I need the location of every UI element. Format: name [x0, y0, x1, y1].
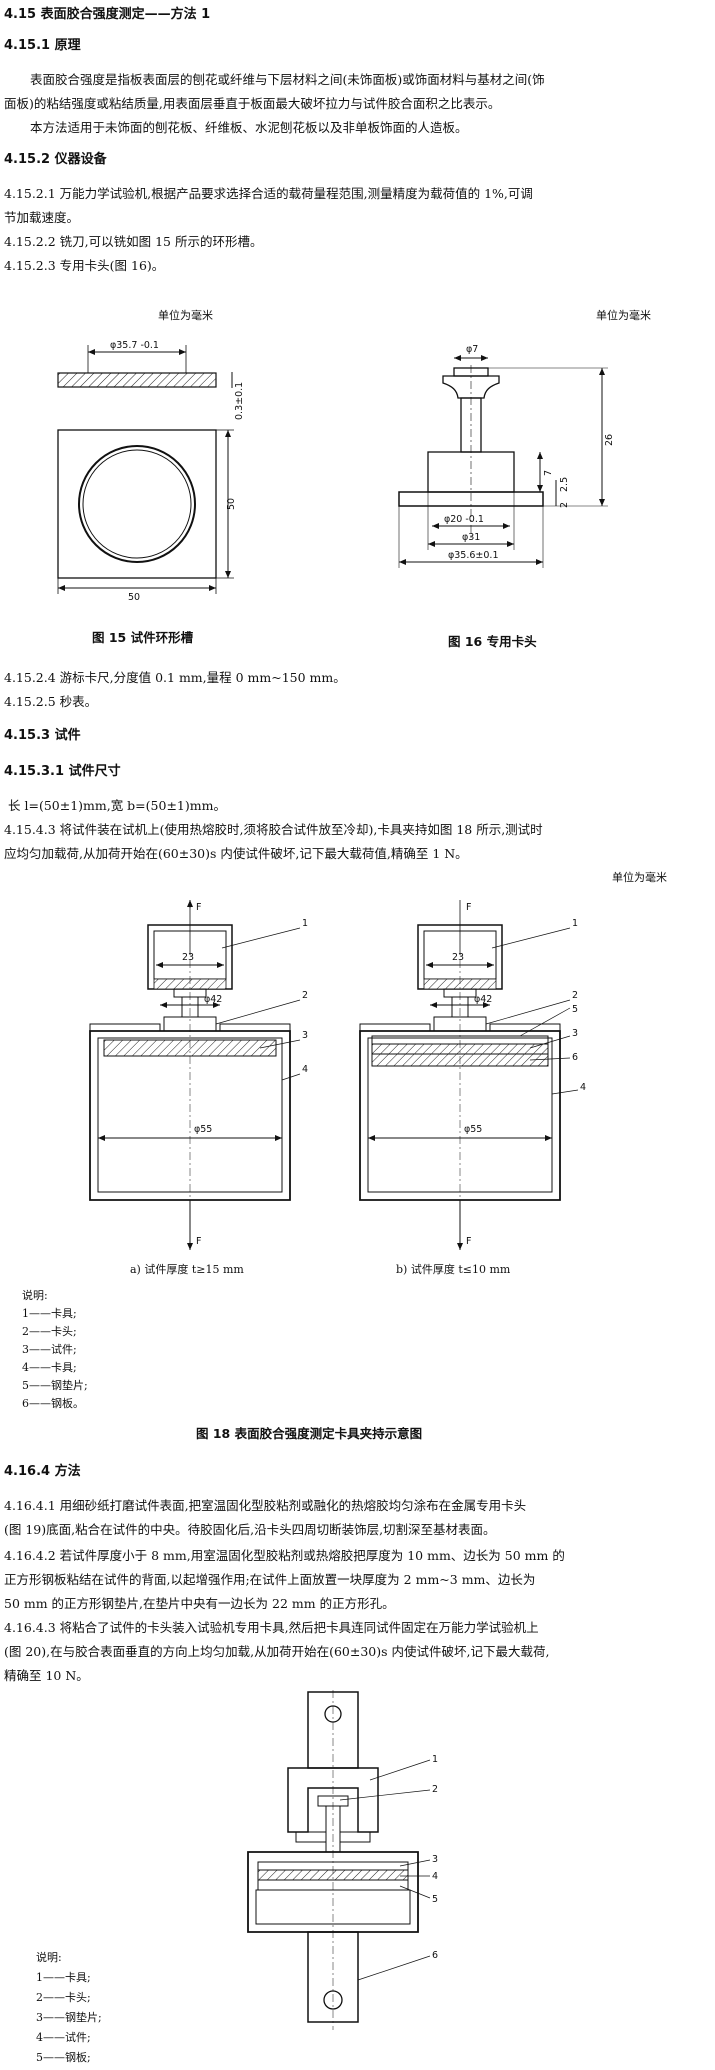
fig20-legend-item: 4——试件;	[36, 2031, 91, 2044]
principle-paragraph-line-1: 表面胶合强度是指板表面层的刨花或纤维与下层材料之间(未饰面板)或饰面材料与基材之…	[30, 72, 545, 87]
fig20-legend-item: 2——卡头;	[36, 1991, 91, 2004]
fig16-unit-label: 单位为毫米	[596, 309, 651, 322]
item-4-16-4-2-line-3: 50 mm 的正方形钢垫片,在垫片中央有一边长为 22 mm 的正方形孔。	[4, 1596, 395, 1611]
fig16-dim-26: 26	[604, 434, 615, 446]
fig16-dim-top: φ7	[466, 344, 478, 355]
fig16-dim-2: 2	[559, 502, 570, 508]
fig20-leader-4: 4	[432, 1871, 438, 1882]
item-4-15-2-2: 4.15.2.2 铣刀,可以铣如图 15 所示的环形槽。	[4, 234, 263, 249]
fig18-legend-item: 3——试件;	[22, 1343, 77, 1356]
item-4-16-4-2-line-1: 4.16.4.2 若试件厚度小于 8 mm,用室温固化型胶粘剂或热熔胶把厚度为 …	[4, 1548, 565, 1563]
fig18a-dim-42: φ42	[204, 994, 222, 1005]
section-4-15-2-title: 4.15.2 仪器设备	[4, 152, 107, 167]
fig18a-leader-4: 4	[302, 1064, 308, 1075]
specimen-size: 长 l=(50±1)mm,宽 b=(50±1)mm。	[8, 798, 226, 813]
item-4-15-2-4: 4.15.2.4 游标卡尺,分度值 0.1 mm,量程 0 mm~150 mm。	[4, 670, 346, 685]
fig16-dim-20: φ20 -0.1	[444, 514, 484, 525]
fig18a-dim-23: 23	[182, 952, 194, 963]
fig20-legend-item: 3——钢垫片;	[36, 2011, 102, 2024]
fig16-dim-35-6: φ35.6±0.1	[448, 550, 499, 561]
item-4-15-4-3-line-2: 应均匀加载荷,从加荷开始在(60±30)s 内使试件破坏,记下最大载荷值,精确至…	[4, 846, 468, 861]
principle-paragraph-line-2: 面板)的粘结强度或粘结质量,用表面层垂直于板面最大破坏拉力与试件胶合面积之比表示…	[4, 96, 501, 111]
fig15-dim-depth: 0.3±0.1	[234, 382, 245, 420]
fig18a-leader-1: 1	[302, 918, 308, 929]
fig16-caption: 图 16 专用卡头	[448, 634, 537, 649]
fig16-dim-2-5: 2.5	[559, 477, 570, 492]
fig18b-leader-4: 4	[580, 1082, 586, 1093]
fig20-leader-1: 1	[432, 1754, 438, 1765]
fig18-legend-item: 5——钢垫片;	[22, 1379, 88, 1392]
fig18-unit-label: 单位为毫米	[612, 871, 667, 884]
fig18b-leader-1: 1	[572, 918, 578, 929]
item-4-15-2-1-line-1: 4.15.2.1 万能力学试验机,根据产品要求选择合适的载荷量程范围,测量精度为…	[4, 186, 533, 201]
fig18-legend-item: 4——卡具;	[22, 1361, 77, 1374]
fig15-caption: 图 15 试件环形槽	[92, 630, 194, 645]
fig18-subcaption-a: a) 试件厚度 t≥15 mm	[130, 1263, 244, 1276]
fig18a-leader-3: 3	[302, 1030, 308, 1041]
fig18a-force-top: F	[196, 902, 201, 913]
item-4-16-4-1-line-2: (图 19)底面,粘合在试件的中央。待胶固化后,沿卡头四周切断装饰层,切割深至基…	[4, 1522, 496, 1537]
item-4-16-4-3-line-1: 4.16.4.3 将粘合了试件的卡头装入试验机专用卡具,然后把卡具连同试件固定在…	[4, 1620, 539, 1635]
fig18-legend-title: 说明:	[22, 1289, 48, 1302]
fig16-dim-7: 7	[543, 470, 554, 476]
fig18a-leader-2: 2	[302, 990, 308, 1001]
section-4-15-3-1-title: 4.15.3.1 试件尺寸	[4, 764, 121, 779]
fig18b-dim-23: 23	[452, 952, 464, 963]
item-4-16-4-2-line-2: 正方形钢板粘结在试件的背面,以起增强作用;在试件上面放置一块厚度为 2 mm~3…	[4, 1572, 536, 1587]
section-4-16-4-title: 4.16.4 方法	[4, 1464, 81, 1479]
fig18a-force-bottom: F	[196, 1236, 201, 1247]
fig16-dim-31: φ31	[462, 532, 480, 543]
fig20-legend-item: 5——钢板;	[36, 2051, 91, 2064]
fig18b-leader-3: 3	[572, 1028, 578, 1039]
fig20-leader-3: 3	[432, 1854, 438, 1865]
fig20-leader-6: 6	[432, 1950, 438, 1961]
fig18b-dim-42: φ42	[474, 994, 492, 1005]
fig18b-leader-5: 5	[572, 1004, 578, 1015]
fig18-legend-item: 1——卡具;	[22, 1307, 77, 1320]
fig15-dim-right: 50	[226, 498, 237, 510]
fig15-dim-bottom: 50	[128, 592, 140, 603]
item-4-15-2-3: 4.15.2.3 专用卡头(图 16)。	[4, 258, 165, 273]
item-4-16-4-3-line-3: 精确至 10 N。	[4, 1668, 89, 1683]
section-4-15-3-title: 4.15.3 试件	[4, 728, 81, 743]
fig15-unit-label: 单位为毫米	[158, 309, 213, 322]
fig18b-leader-2: 2	[572, 990, 578, 1001]
section-4-15-title: 4.15 表面胶合强度测定——方法 1	[4, 7, 211, 22]
item-4-16-4-1-line-1: 4.16.4.1 用细砂纸打磨试件表面,把室温固化型胶粘剂或融化的热熔胶均匀涂布…	[4, 1498, 527, 1513]
fig18b-force-top: F	[466, 902, 471, 913]
fig18-legend-item: 2——卡头;	[22, 1325, 77, 1338]
scope-paragraph: 本方法适用于未饰面的刨花板、纤维板、水泥刨花板以及非单板饰面的人造板。	[30, 120, 468, 135]
fig18-legend-item: 6——钢板。	[22, 1397, 84, 1410]
fig20-legend-item: 1——卡具;	[36, 1971, 91, 1984]
fig15-dim-top: φ35.7 -0.1	[110, 340, 159, 351]
item-4-15-2-1-line-2: 节加载速度。	[4, 210, 80, 225]
fig18-subcaption-b: b) 试件厚度 t≤10 mm	[396, 1263, 511, 1276]
section-4-15-1-title: 4.15.1 原理	[4, 38, 81, 53]
fig20-leader-5: 5	[432, 1894, 438, 1905]
fig20-legend-title: 说明:	[36, 1951, 62, 1964]
fig18-caption: 图 18 表面胶合强度测定卡具夹持示意图	[196, 1426, 423, 1441]
item-4-15-2-5: 4.15.2.5 秒表。	[4, 694, 98, 709]
item-4-15-4-3-line-1: 4.15.4.3 将试件装在试机上(使用热熔胶时,须将胶合试件放至冷却),卡具夹…	[4, 822, 543, 837]
fig20-leader-2: 2	[432, 1784, 438, 1795]
fig18b-dim-55: φ55	[464, 1124, 482, 1135]
item-4-16-4-3-line-2: (图 20),在与胶合表面垂直的方向上均匀加载,从加荷开始在(60±30)s 内…	[4, 1644, 550, 1659]
fig18b-leader-6: 6	[572, 1052, 578, 1063]
fig18b-force-bottom: F	[466, 1236, 471, 1247]
fig18a-dim-55: φ55	[194, 1124, 212, 1135]
